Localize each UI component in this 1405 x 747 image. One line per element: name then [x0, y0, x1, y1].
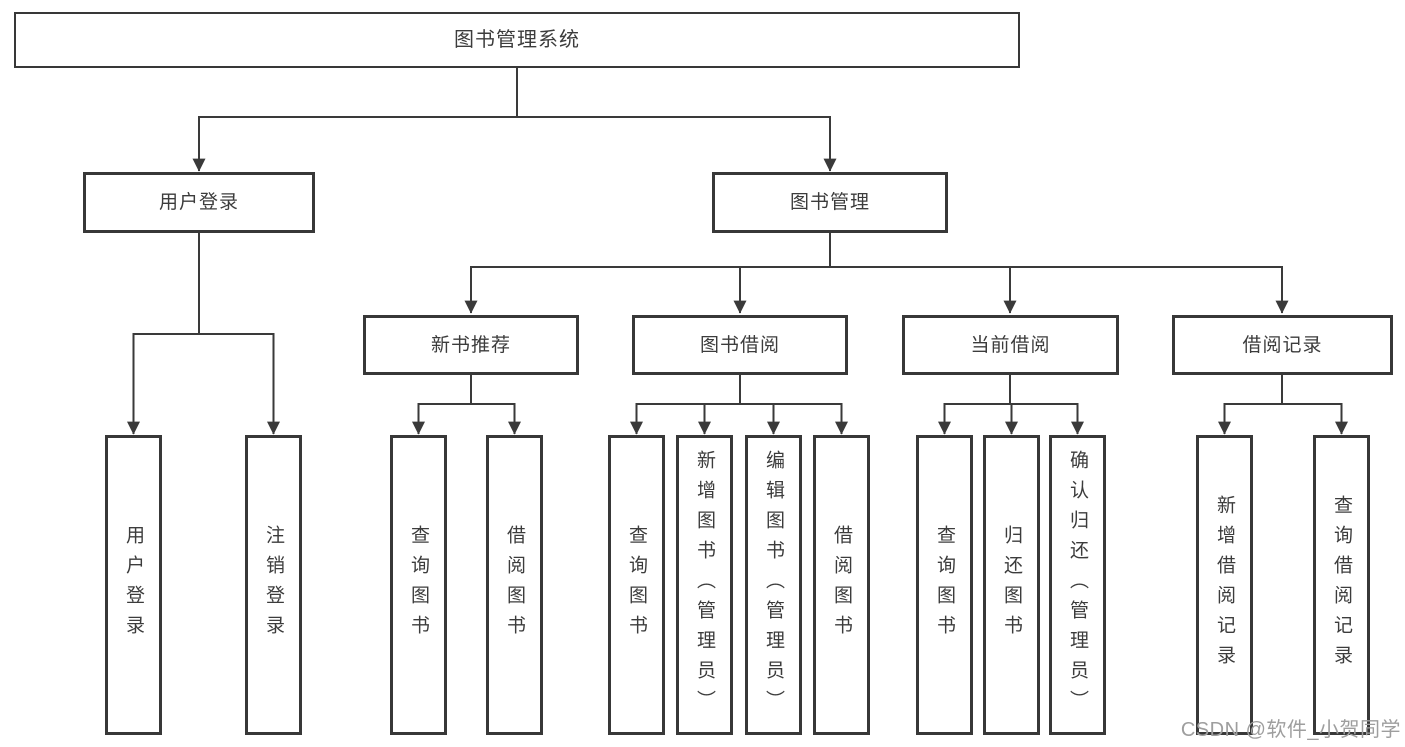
- leaf-query-borrow-record: 查询借阅记录: [1313, 435, 1370, 735]
- leaf-borrow-books-recommend: 借阅图书: [486, 435, 543, 735]
- node-user-login: 用户登录: [83, 172, 315, 233]
- node-current-borrowing: 当前借阅: [902, 315, 1119, 375]
- leaf-edit-books-admin: 编辑图书（管理员）: [745, 435, 802, 735]
- leaf-add-books-admin: 新增图书（管理员）: [676, 435, 733, 735]
- node-borrowing-records: 借阅记录: [1172, 315, 1393, 375]
- leaf-add-borrow-record: 新增借阅记录: [1196, 435, 1253, 735]
- csdn-watermark: CSDN @软件_小贺同学: [1180, 719, 1401, 741]
- node-book-management: 图书管理: [712, 172, 948, 233]
- node-new-book-recommend: 新书推荐: [363, 315, 579, 375]
- node-library-management-system: 图书管理系统: [14, 12, 1020, 68]
- leaf-borrow-books: 借阅图书: [813, 435, 870, 735]
- leaf-user-login: 用户登录: [105, 435, 162, 735]
- leaf-query-books-current: 查询图书: [916, 435, 973, 735]
- leaf-logout-login: 注销登录: [245, 435, 302, 735]
- leaf-query-books-borrowing: 查询图书: [608, 435, 665, 735]
- leaf-confirm-return-admin: 确认归还（管理员）: [1049, 435, 1106, 735]
- leaf-query-books-recommend: 查询图书: [390, 435, 447, 735]
- node-book-borrowing: 图书借阅: [632, 315, 848, 375]
- leaf-return-books: 归还图书: [983, 435, 1040, 735]
